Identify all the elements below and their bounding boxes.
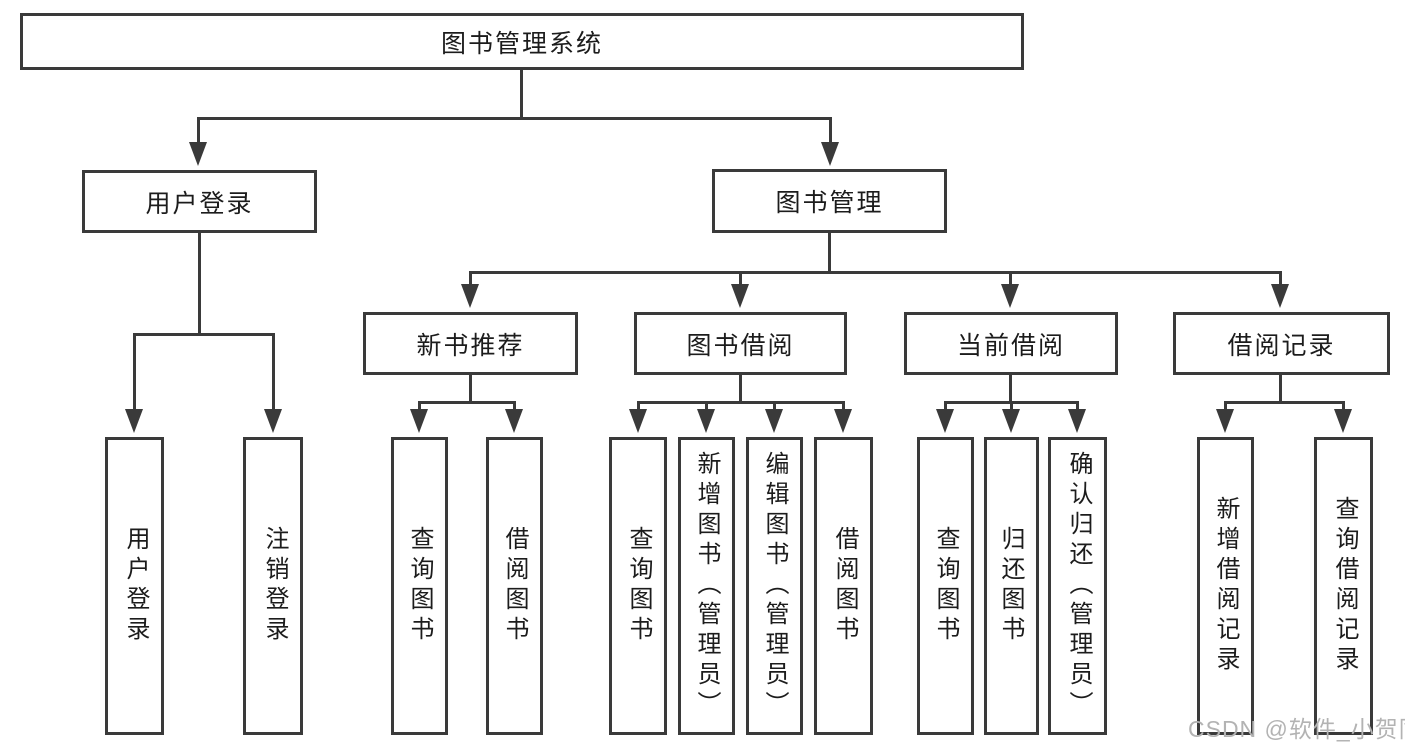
connector-book-mgmt-drop [829,117,832,145]
connector-current-stem [1009,375,1012,403]
leaf-records-add-record: 新增借阅记录 [1197,437,1254,735]
connector-borrow-child3-drop [773,401,776,413]
leaf-current-return-book: 归还图书 [984,437,1039,735]
leaf-borrow-borrow-book: 借阅图书 [814,437,873,735]
node-new-book-rec-label: 新书推荐 [416,331,525,360]
connector-rec-rail [418,401,516,404]
connector-records-drop [1279,271,1282,287]
leaf-rec-borrow-book: 借阅图书 [486,437,543,735]
node-book-borrow: 图书借阅 [634,312,847,375]
arrowhead-rec-child1 [410,409,428,433]
connector-borrow-child2-drop [705,401,708,413]
connector-root-stem [520,70,523,118]
watermark: CSDN @软件_小贺同学 [1188,716,1405,742]
node-book-mgmt-label: 图书管理 [775,189,884,217]
node-user-login: 用户登录 [82,170,317,233]
connector-borrow-stem [739,375,742,403]
arrowhead-borrow-child3 [765,409,783,433]
connector-rec-child1-drop [418,401,421,413]
connector-logout-drop [272,333,275,412]
connector-records-rail [1224,401,1345,404]
leaf-borrow-add-book: 新增图书（管理员） [678,437,735,735]
node-book-borrow-label: 图书借阅 [686,331,795,360]
arrowhead-records [1271,284,1289,308]
node-borrow-records: 借阅记录 [1173,312,1390,375]
node-book-mgmt: 图书管理 [712,169,947,233]
leaf-borrow-query-book: 查询图书 [609,437,667,735]
connector-borrow-drop [739,271,742,287]
connector-login-drop [133,333,136,412]
connector-records-child1-drop [1224,401,1227,413]
arrowhead-borrow [731,284,749,308]
leaf-records-query-record: 查询借阅记录 [1314,437,1373,735]
node-borrow-records-label: 借阅记录 [1227,331,1336,360]
node-current-borrow-label: 当前借阅 [956,331,1065,360]
node-user-login-label: 用户登录 [145,189,254,218]
leaf-current-query-book: 查询图书 [917,437,974,735]
arrowhead-user-login [189,142,207,166]
connector-records-child2-drop [1342,401,1345,413]
connector-level3-rail [469,271,1281,274]
arrowhead-rec-child2 [505,409,523,433]
arrowhead-book-mgmt [821,142,839,166]
connector-current-child1-drop [944,401,947,413]
connector-current-child2-drop [1010,401,1013,413]
arrowhead-current-child1 [936,409,954,433]
connector-borrow-child1-drop [637,401,640,413]
arrowhead-records-child2 [1334,409,1352,433]
arrowhead-borrow-child4 [834,409,852,433]
connector-current-drop [1009,271,1012,287]
arrowhead-borrow-child2 [697,409,715,433]
arrowhead-current-child3 [1068,409,1086,433]
node-root-label: 图书管理系统 [440,29,603,58]
arrowhead-current-child2 [1002,409,1020,433]
connector-borrow-rail [637,401,845,404]
leaf-rec-query-book: 查询图书 [391,437,448,735]
arrowhead-records-child1 [1216,409,1234,433]
connector-user-login-drop [197,117,200,145]
arrowhead-login [125,409,143,433]
connector-records-stem [1279,375,1282,403]
arrowhead-borrow-child1 [629,409,647,433]
leaf-user-login: 用户登录 [105,437,164,735]
connector-book-mgmt-stem [828,233,831,273]
leaf-current-confirm-return: 确认归还（管理员） [1048,437,1107,735]
connector-user-login-rail [133,333,274,336]
connector-current-child3-drop [1076,401,1079,413]
connector-rec-drop [469,271,472,287]
connector-rec-child2-drop [513,401,516,413]
node-root: 图书管理系统 [20,13,1024,70]
leaf-logout: 注销登录 [243,437,303,735]
leaf-borrow-edit-book: 编辑图书（管理员） [746,437,803,735]
connector-user-login-stem [198,233,201,336]
arrowhead-current [1001,284,1019,308]
connector-level2-rail [197,117,832,120]
arrowhead-rec [461,284,479,308]
arrowhead-logout [264,409,282,433]
connector-borrow-child4-drop [842,401,845,413]
node-current-borrow: 当前借阅 [904,312,1118,375]
node-new-book-rec: 新书推荐 [363,312,578,375]
connector-rec-stem [469,375,472,403]
